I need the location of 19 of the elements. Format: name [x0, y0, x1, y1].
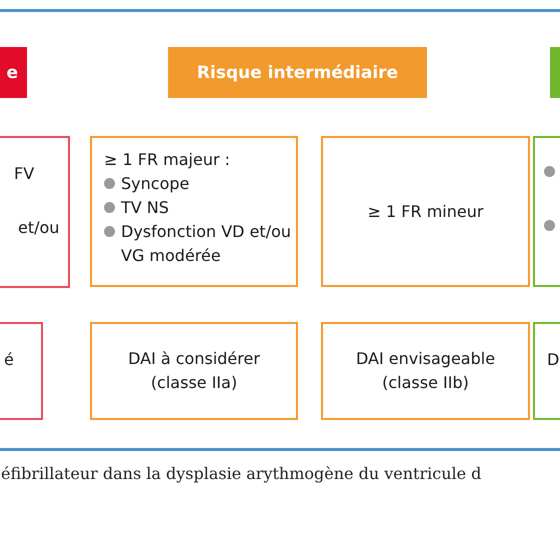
header-text: e	[6, 62, 18, 84]
recommendation-box	[321, 322, 530, 420]
criteria-box	[90, 136, 298, 287]
box-text: FV	[14, 163, 34, 185]
caption: éfibrillateur dans la dysplasie arythmogène du ventricule d	[1, 464, 482, 483]
box-text: é	[4, 349, 14, 371]
bullet-item: Dysfonction VD et/ou VG modérée	[104, 220, 294, 268]
box-text: ≥ 1 FR mineur	[368, 200, 484, 222]
bullet-item: TV NS	[104, 196, 294, 220]
recommendation-box	[90, 322, 298, 420]
criteria-box	[321, 136, 530, 287]
box-text: DAI envisageable (classe IIb)	[354, 348, 496, 394]
box-text: D	[547, 349, 560, 371]
box-text: et/ou	[18, 217, 60, 239]
bullet-item: Syncope	[104, 172, 294, 196]
box-text: DAI à considérer (classe IIa)	[127, 348, 261, 394]
risk-header	[168, 47, 427, 98]
list-heading: ≥ 1 FR majeur :	[104, 149, 232, 171]
header-text: Risque intermédiaire	[196, 62, 398, 84]
